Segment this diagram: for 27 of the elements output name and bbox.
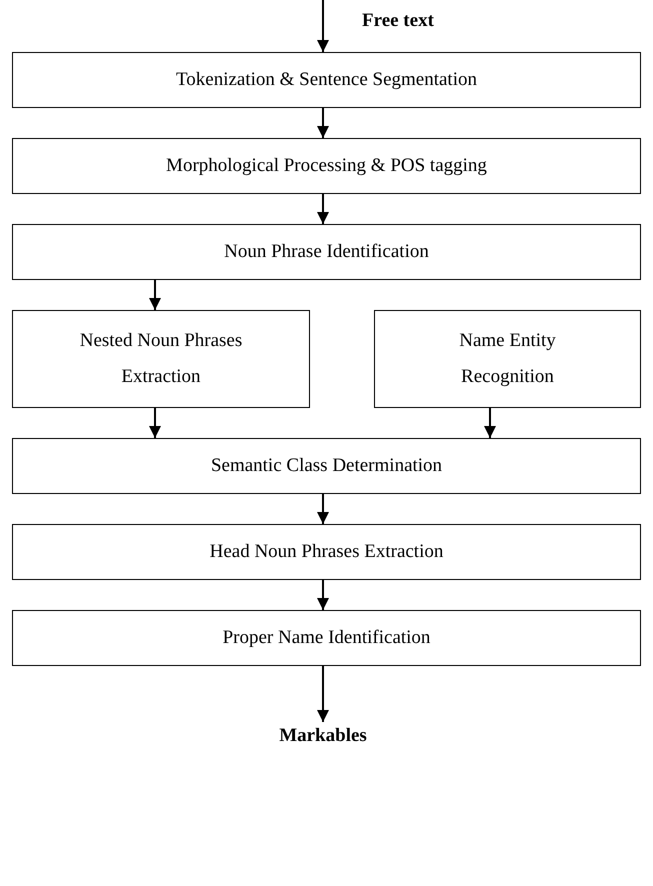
step-label: Morphological Processing & POS tagging [166,154,487,178]
step-label: Semantic Class Determination [210,454,442,478]
process-box [12,524,641,580]
process-box [12,224,641,280]
arrow [149,408,161,438]
arrow [317,0,329,52]
step-label: Head Noun Phrases Extraction [210,540,444,564]
step-label: Nested Noun Phrases Extraction [78,329,244,389]
step-label: Noun Phrase Identification [224,240,429,264]
arrow [317,494,329,524]
input-label: Free text [362,10,434,32]
output-label: Markables [279,724,367,748]
process-box [12,310,310,408]
step-label: Proper Name Identification [222,626,430,650]
arrow [317,666,329,722]
arrow [149,280,161,310]
process-box [12,138,641,194]
arrow [317,108,329,138]
process-box [12,610,641,666]
process-box [12,438,641,494]
process-box [12,52,641,108]
step-label: Tokenization & Sentence Segmentation [176,68,477,92]
process-box [374,310,641,408]
arrow [484,408,496,438]
arrow [317,580,329,610]
arrow [317,194,329,224]
step-label: Name Entity Recognition [458,329,557,389]
